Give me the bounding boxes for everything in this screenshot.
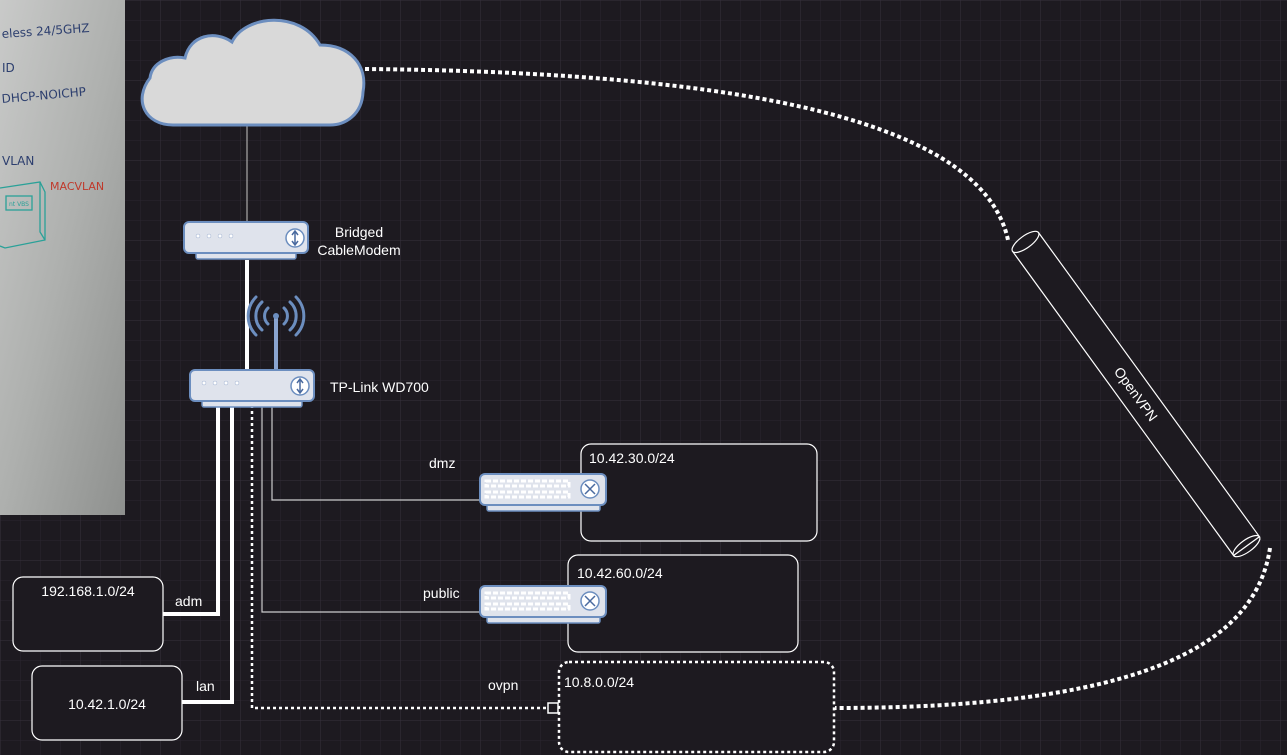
link-label-adm: adm	[175, 593, 202, 609]
photo-line-5: MACVLAN	[50, 180, 104, 193]
cable-modem[interactable]	[183, 221, 309, 260]
internet-cloud	[140, 18, 366, 127]
subnet-lan: 10.42.1.0/24	[68, 696, 146, 712]
subnet-ovpn: 10.8.0.0/24	[564, 674, 634, 690]
router-updown-icon	[290, 376, 310, 396]
dmz-switch-arrows-icon	[580, 479, 600, 499]
vpn-link-top	[364, 67, 1010, 241]
ovpn-port	[547, 702, 559, 714]
modem-label-line2: CableModem	[317, 242, 400, 258]
openvpn-tunnel[interactable]: OpenVPN	[1009, 228, 1263, 561]
photo-line-1: eless 24/5GHZ	[1, 21, 90, 41]
link-label-public: public	[423, 585, 460, 601]
subnet-public: 10.42.60.0/24	[577, 565, 663, 581]
photo-line-4: VLAN	[2, 154, 34, 168]
public-link	[261, 405, 480, 613]
lan-link	[182, 405, 234, 704]
link-label-dmz: dmz	[429, 455, 455, 471]
subnet-adm: 192.168.1.0/24	[41, 583, 135, 599]
subnet-box-ovpn[interactable]	[557, 660, 836, 754]
ovpn-link	[250, 405, 553, 710]
subnet-box-lan[interactable]	[31, 665, 183, 741]
public-switch-arrows-icon	[580, 591, 600, 611]
public-switch[interactable]	[479, 585, 607, 624]
modem-label-line1: Bridged	[335, 224, 383, 240]
photo-line-2: ID	[2, 61, 15, 75]
tp-link-router[interactable]	[189, 369, 315, 408]
modem-updown-icon	[285, 228, 305, 248]
vpn-link-bottom	[834, 547, 1272, 710]
link-label-ovpn: ovpn	[488, 677, 518, 693]
adm-link	[163, 405, 220, 616]
photo-box-sketch	[0, 181, 46, 249]
subnet-box-adm[interactable]	[12, 576, 164, 652]
router-label: TP-Link WD700	[330, 379, 429, 395]
dmz-link	[271, 405, 480, 501]
whiteboard-photo: eless 24/5GHZ ID DHCP-NOICHP VLAN MACVLA…	[0, 0, 125, 515]
wifi-antenna-icon	[246, 295, 306, 372]
subnet-dmz: 10.42.30.0/24	[589, 450, 675, 466]
subnets	[12, 443, 836, 754]
dmz-switch[interactable]	[479, 473, 607, 512]
link-label-lan: lan	[196, 678, 215, 694]
photo-line-6: nt VBS	[9, 201, 29, 208]
